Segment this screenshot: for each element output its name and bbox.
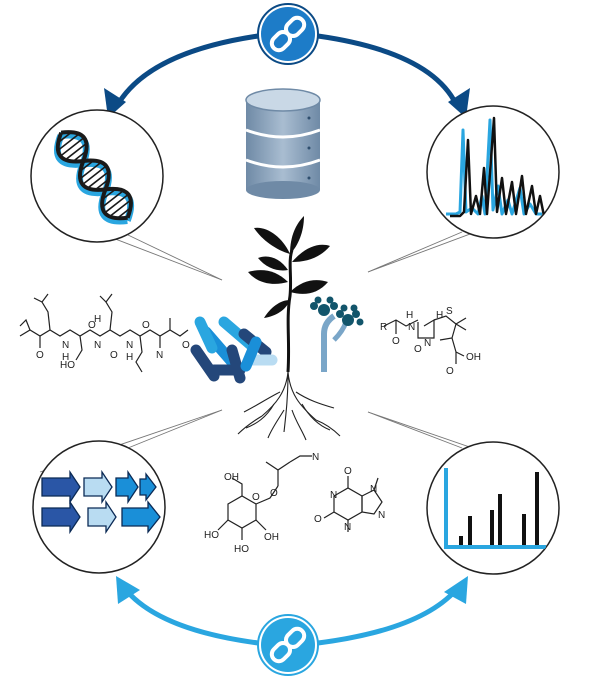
bottom-left-arrowhead — [116, 576, 140, 604]
atom-label: OH — [264, 532, 279, 543]
atom-label: N — [156, 350, 163, 361]
atom-label: HO — [234, 544, 249, 555]
atom-label: R — [380, 322, 387, 333]
atom-label: H — [94, 314, 101, 325]
atom-label: O — [110, 350, 118, 361]
penicillin-molecule: R O H N H S N O O OH — [380, 306, 481, 377]
atom-label: N — [424, 338, 431, 349]
atom-label: H — [126, 352, 133, 363]
database-icon — [245, 88, 321, 199]
atom-label: HO — [204, 530, 219, 541]
atom-label: OH — [224, 472, 239, 483]
atom-label: HO — [60, 360, 75, 371]
atom-label: N — [62, 340, 69, 351]
top-arc-left-arrow — [115, 33, 259, 106]
bottom-right-arrowhead — [444, 576, 468, 604]
atom-label: O — [414, 344, 422, 355]
atom-label: O — [392, 336, 400, 347]
atom-label: N — [370, 484, 377, 495]
dna-helix-icon — [30, 109, 164, 243]
atom-label: S — [446, 306, 453, 317]
atom-label: N — [344, 522, 351, 533]
atom-label: O — [36, 350, 44, 361]
atom-label: O — [182, 340, 190, 351]
atom-label: H — [436, 310, 443, 321]
atom-label: O — [88, 320, 96, 331]
atom-label: N — [94, 340, 101, 351]
bottom-cycle-arrows — [116, 576, 468, 646]
atom-label: N — [378, 510, 385, 521]
atom-label: N — [312, 452, 319, 463]
top-right-arrowhead — [448, 88, 470, 118]
bottom-arc-left-arrow — [124, 588, 259, 646]
atom-label: O — [314, 514, 322, 525]
top-arc-right-arrow — [317, 33, 459, 106]
atom-label: H — [62, 352, 69, 363]
fungus-icon — [310, 296, 364, 372]
bottom-arc-right-arrow — [317, 588, 458, 646]
caffeine-molecule: O N O N N N — [314, 466, 385, 533]
plant-icon — [237, 216, 341, 441]
peptide-molecule: O N H O HO N H O N H O N O — [19, 293, 190, 373]
chromatogram-icon — [426, 105, 560, 239]
link-icon — [257, 3, 319, 65]
atom-label: O — [344, 466, 352, 477]
gene-cluster-icon — [32, 440, 166, 574]
atom-label: O — [446, 366, 454, 377]
atom-label: N — [330, 490, 337, 501]
atom-label: O — [270, 488, 278, 499]
atom-label: OH — [466, 352, 481, 363]
atom-label: O — [142, 320, 150, 331]
connector-lines — [39, 204, 549, 475]
atom-label: O — [252, 492, 260, 503]
mass-spectrum-icon — [426, 441, 560, 575]
atom-label: N — [408, 322, 415, 333]
bacteria-rods-icon — [190, 316, 278, 384]
glycoside-molecule: OH O O N HO HO OH — [204, 452, 319, 555]
atom-label: N — [126, 340, 133, 351]
link-icon — [257, 614, 319, 676]
atom-label: H — [406, 310, 413, 321]
